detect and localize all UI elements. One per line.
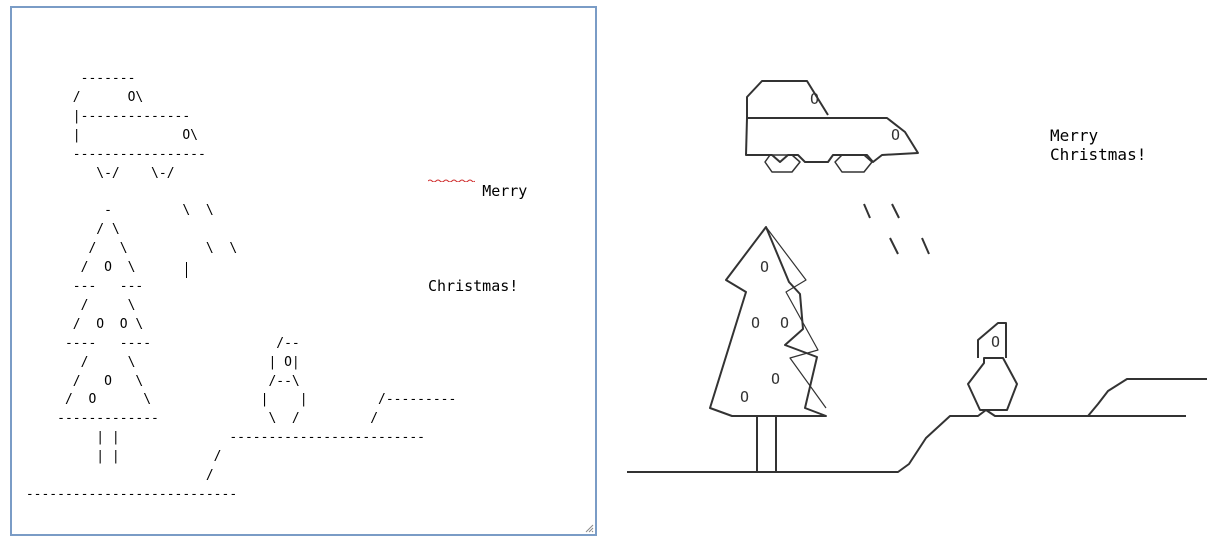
tree-ornament-1: O	[760, 258, 770, 276]
car-roof	[746, 80, 829, 118]
snowman-body	[967, 357, 1018, 411]
tree-ornament-2: O	[751, 314, 761, 332]
car-window-2: O	[891, 126, 901, 144]
snowman-eye: O	[991, 333, 1001, 351]
tree-ornament-5: O	[740, 388, 750, 406]
snowman-head	[977, 322, 1007, 358]
tree-outline	[709, 226, 827, 417]
text-caret	[186, 262, 187, 278]
rendered-drawing: O O O O O O O O Merry Christmas!	[620, 0, 1219, 542]
car-window-1: O	[810, 90, 820, 108]
rendered-greeting-line2: Christmas!	[1050, 145, 1147, 164]
tree-ornament-4: O	[771, 370, 781, 388]
tree-outline-detail	[765, 226, 827, 409]
snowflake-lines	[863, 203, 930, 255]
resize-grip-icon[interactable]	[584, 523, 594, 533]
car-body	[745, 117, 919, 163]
editor-greeting-line1: Merry	[428, 163, 527, 239]
editor-greeting-line2: Christmas!	[428, 277, 519, 295]
ascii-editor[interactable]: ------- / O\ |-------------- | O\ ------…	[10, 6, 597, 536]
car-wheel-left	[764, 154, 801, 173]
drawing-canvas	[627, 80, 1207, 473]
spellcheck-underline	[428, 179, 475, 182]
rendered-greeting: Merry Christmas!	[1050, 126, 1146, 164]
rendered-greeting-line1: Merry	[1050, 126, 1099, 145]
car-wheel-right	[834, 154, 873, 173]
ascii-art-text[interactable]: ------- / O\ |-------------- | O\ ------…	[25, 71, 457, 502]
editor-greeting: Merry Christmas!	[428, 125, 527, 334]
tree-ornament-3: O	[780, 314, 790, 332]
tree-trunk	[756, 416, 777, 472]
